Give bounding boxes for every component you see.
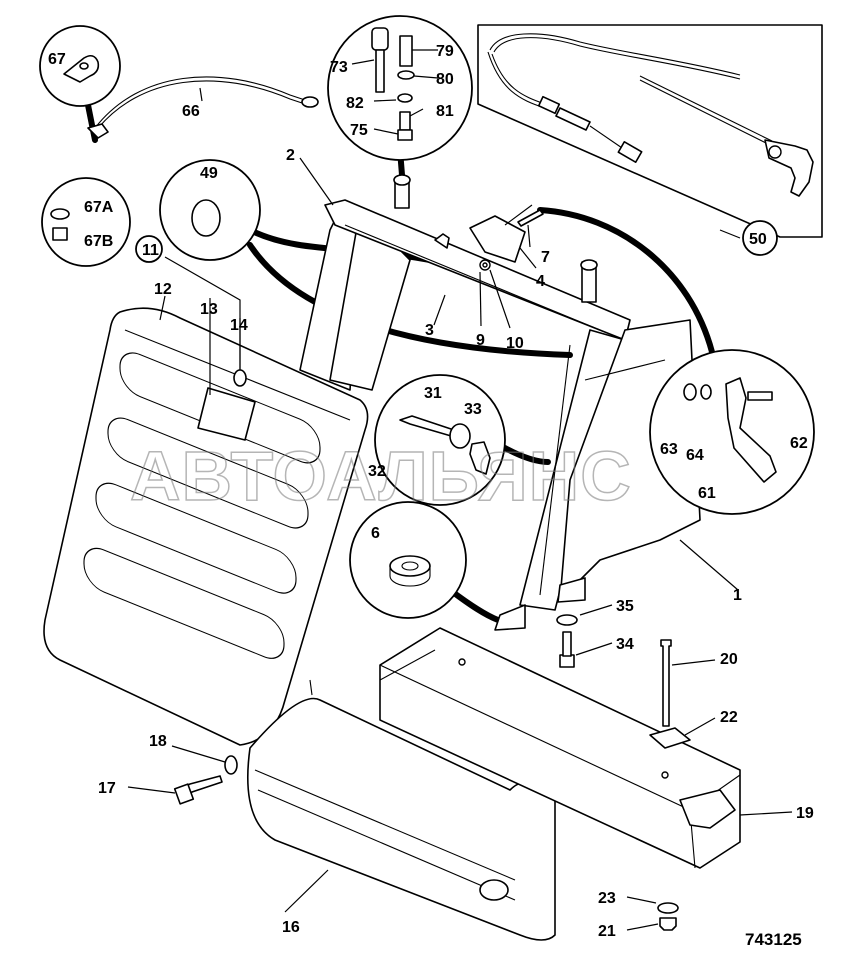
leader-lines (127, 49, 793, 931)
watermark: АВТОАЛЬЯНС (130, 437, 632, 515)
fasteners (173, 614, 691, 931)
label-16: 16 (282, 919, 300, 936)
label-19: 19 (796, 805, 814, 822)
label-64: 64 (686, 447, 704, 464)
label-17: 17 (98, 780, 116, 797)
label-67: 67 (48, 51, 66, 68)
label-7: 7 (541, 249, 550, 266)
callout-circles (39, 15, 815, 619)
label-32: 32 (368, 463, 386, 480)
label-21: 21 (598, 923, 616, 940)
label-61: 61 (698, 485, 716, 502)
cable-inset-box (477, 24, 823, 238)
label-67a: 67A (84, 199, 114, 216)
label-14: 14 (230, 317, 248, 334)
label-10: 10 (506, 335, 524, 352)
label-49: 49 (200, 165, 218, 182)
label-3: 3 (425, 322, 434, 339)
grille-slots (83, 352, 321, 659)
label-73: 73 (330, 59, 348, 76)
label-12: 12 (154, 281, 172, 298)
label-50: 50 (749, 231, 767, 248)
label-23: 23 (598, 890, 616, 907)
badge-50 (742, 220, 778, 256)
label-66: 66 (182, 103, 200, 120)
part-labels: 1 2 3 4 6 7 9 10 11 12 13 14 16 17 18 19… (48, 43, 814, 940)
label-81: 81 (436, 103, 454, 120)
label-22: 22 (720, 709, 738, 726)
label-9: 9 (476, 332, 485, 349)
label-18: 18 (149, 733, 167, 750)
label-4: 4 (536, 273, 545, 290)
label-31: 31 (424, 385, 442, 402)
label-35: 35 (616, 598, 634, 615)
label-82: 82 (346, 95, 364, 112)
label-62: 62 (790, 435, 808, 452)
counterweight (379, 627, 741, 869)
label-75: 75 (350, 122, 368, 139)
label-33: 33 (464, 401, 482, 418)
bumper (247, 679, 556, 941)
badge-11 (135, 235, 163, 263)
label-13: 13 (200, 301, 218, 318)
label-2: 2 (286, 147, 295, 164)
label-11: 11 (142, 242, 159, 259)
wire-66 (87, 76, 319, 139)
drawing-number: 743125 (745, 930, 802, 949)
label-1: 1 (733, 587, 742, 604)
label-20: 20 (720, 651, 738, 668)
label-79: 79 (436, 43, 454, 60)
label-63: 63 (660, 441, 678, 458)
label-80: 80 (436, 71, 454, 88)
label-34: 34 (616, 636, 634, 653)
label-6: 6 (371, 525, 380, 542)
label-67b: 67B (84, 233, 113, 250)
